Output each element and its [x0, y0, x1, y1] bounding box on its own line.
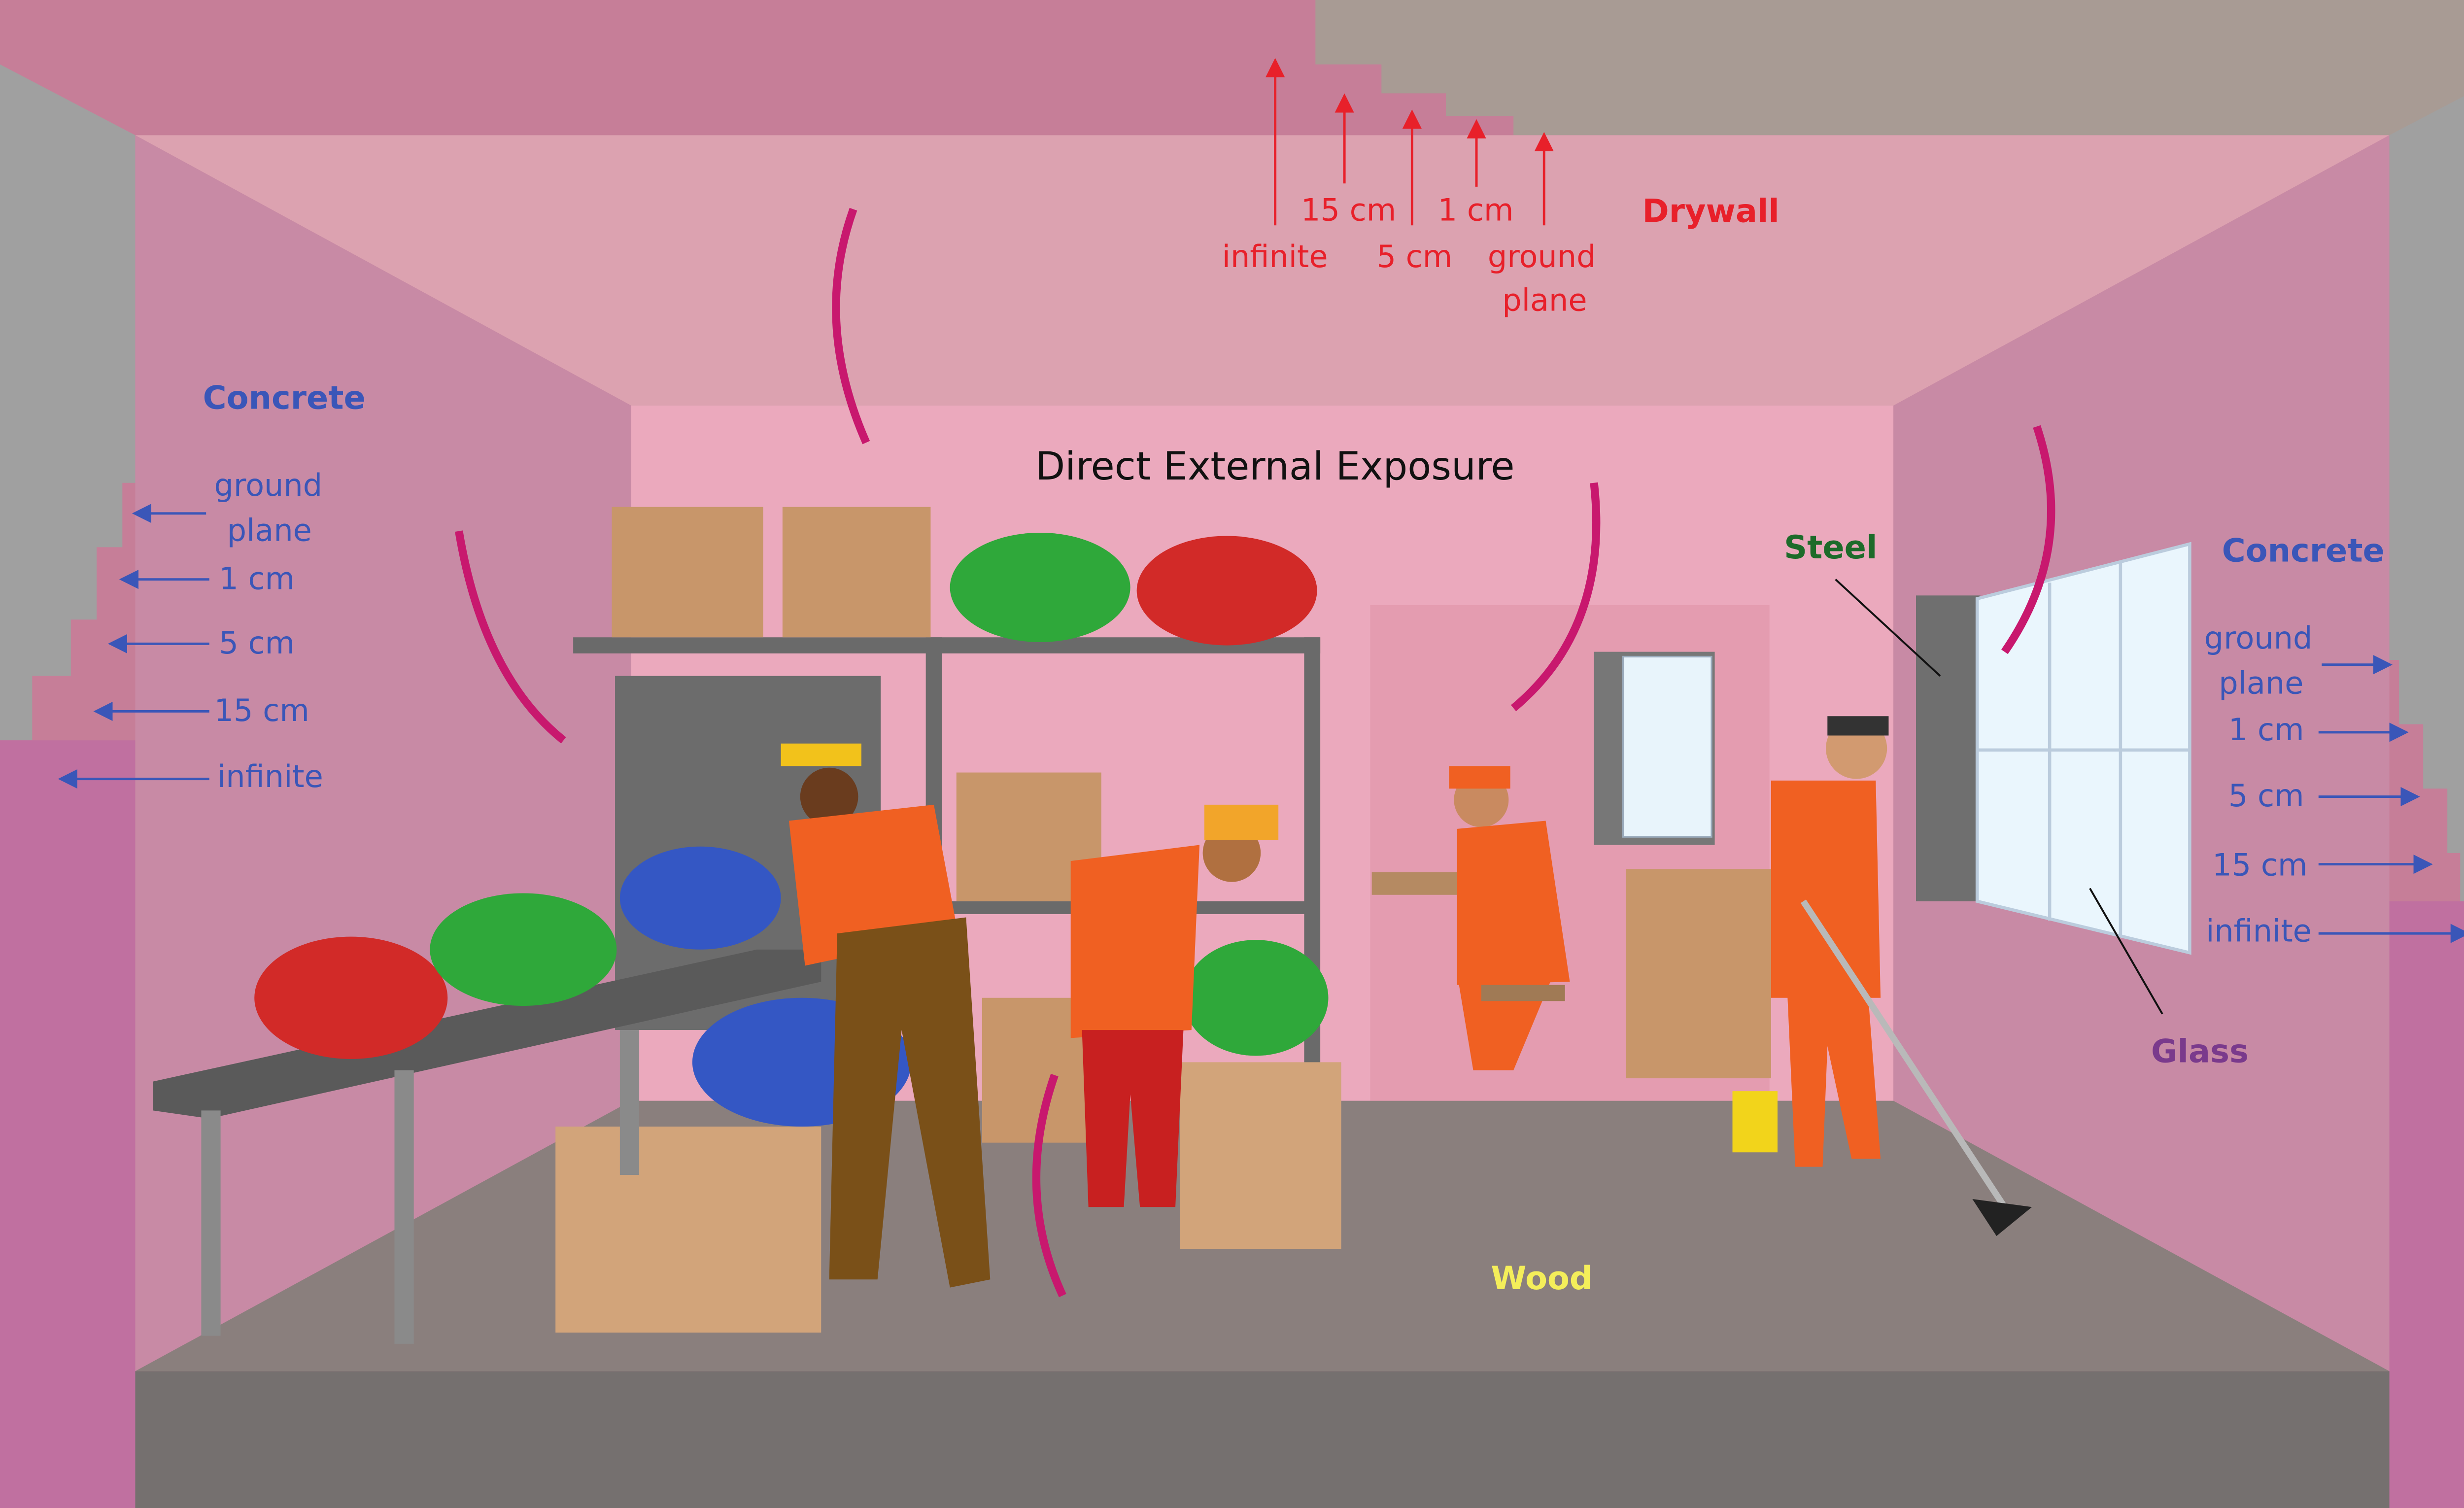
exposure-arrow-icon — [832, 207, 870, 445]
box — [782, 507, 931, 638]
box — [982, 997, 1087, 1143]
box — [1180, 1062, 1341, 1249]
worker-seated — [1371, 766, 1570, 1070]
green-roll — [430, 893, 617, 1006]
ceiling-label-15cm: 15 cm — [1301, 192, 1396, 228]
worker-packing — [1070, 804, 1279, 1207]
ceiling-label-1cm: 1 cm — [1438, 192, 1514, 228]
right-wall-material-concrete: Concrete — [2222, 532, 2385, 570]
exposure-arrow-icon — [2001, 425, 2055, 654]
green-roll — [1183, 940, 1329, 1056]
left-wall-label-plane: plane — [227, 512, 312, 548]
right-wall-label-15cm: 15 cm — [2212, 847, 2307, 883]
right-wall-arrows — [2318, 655, 2464, 943]
ceiling-label-infinite: infinite — [1222, 239, 1328, 274]
back-window-glass — [1622, 655, 1712, 838]
left-outer-wall — [0, 740, 136, 1508]
exposure-arrows — [455, 207, 2055, 1298]
exposure-arrow-icon — [1510, 482, 1601, 712]
left-wall-label-1cm: 1 cm — [219, 560, 295, 596]
ceiling-label-plane: plane — [1502, 282, 1587, 318]
green-roll — [950, 532, 1130, 643]
exposure-arrow-icon — [455, 530, 566, 744]
steel-leader-line — [1835, 579, 1941, 677]
left-wall-label-15cm: 15 cm — [214, 692, 309, 728]
diagram-title: Direct External Exposure — [1035, 444, 1515, 489]
ceiling-concrete-steps — [1315, 0, 2464, 136]
ceiling — [135, 135, 2390, 406]
left-wall-label-infinite: infinite — [217, 758, 323, 794]
left-wall-material-concrete: Concrete — [203, 379, 366, 417]
exposure-arrow-icon — [1032, 1073, 1066, 1298]
red-roll — [254, 936, 448, 1059]
conveyor-leg — [619, 1030, 640, 1175]
conveyor-belt — [153, 949, 821, 1119]
glass-window — [1975, 542, 2191, 955]
ceiling-arrows — [1266, 58, 1554, 226]
left-wall-arrows — [58, 504, 209, 789]
left-wall-label-5cm: 5 cm — [219, 625, 295, 661]
box — [612, 507, 763, 638]
right-wall-label-infinite: infinite — [2206, 913, 2312, 949]
ceiling-material-drywall: Drywall — [1643, 193, 1780, 230]
right-wall-label-plane: plane — [2219, 665, 2303, 701]
right-wall-concrete-steps — [2389, 96, 2464, 901]
conveyor-leg — [394, 1070, 414, 1344]
left-wall-concrete-steps — [0, 64, 136, 741]
glass-leader-line — [2089, 888, 2163, 1015]
worker-loading-conveyor — [781, 743, 991, 1288]
floor-front-edge — [135, 1371, 2390, 1508]
steel-label: Steel — [1784, 529, 1877, 566]
glass-label: Glass — [2151, 1032, 2249, 1070]
worker-vacuuming — [1626, 716, 2032, 1236]
floor-material-wood: Wood — [1491, 1260, 1592, 1297]
red-roll — [1136, 536, 1317, 646]
right-wall-label-ground: ground — [2204, 620, 2313, 656]
right-outer-wall — [2389, 901, 2464, 1508]
ceiling-label-ground: ground — [1488, 239, 1596, 274]
box — [555, 1127, 821, 1333]
left-wall-label-ground: ground — [214, 467, 323, 503]
blue-roll — [619, 846, 781, 950]
right-wall-label-5cm: 5 cm — [2228, 778, 2304, 814]
right-wall-label-1cm: 1 cm — [2228, 712, 2304, 748]
conveyor-leg — [201, 1110, 221, 1336]
ceiling-label-5cm: 5 cm — [1376, 239, 1452, 274]
steel-window-frame — [1916, 595, 1981, 901]
